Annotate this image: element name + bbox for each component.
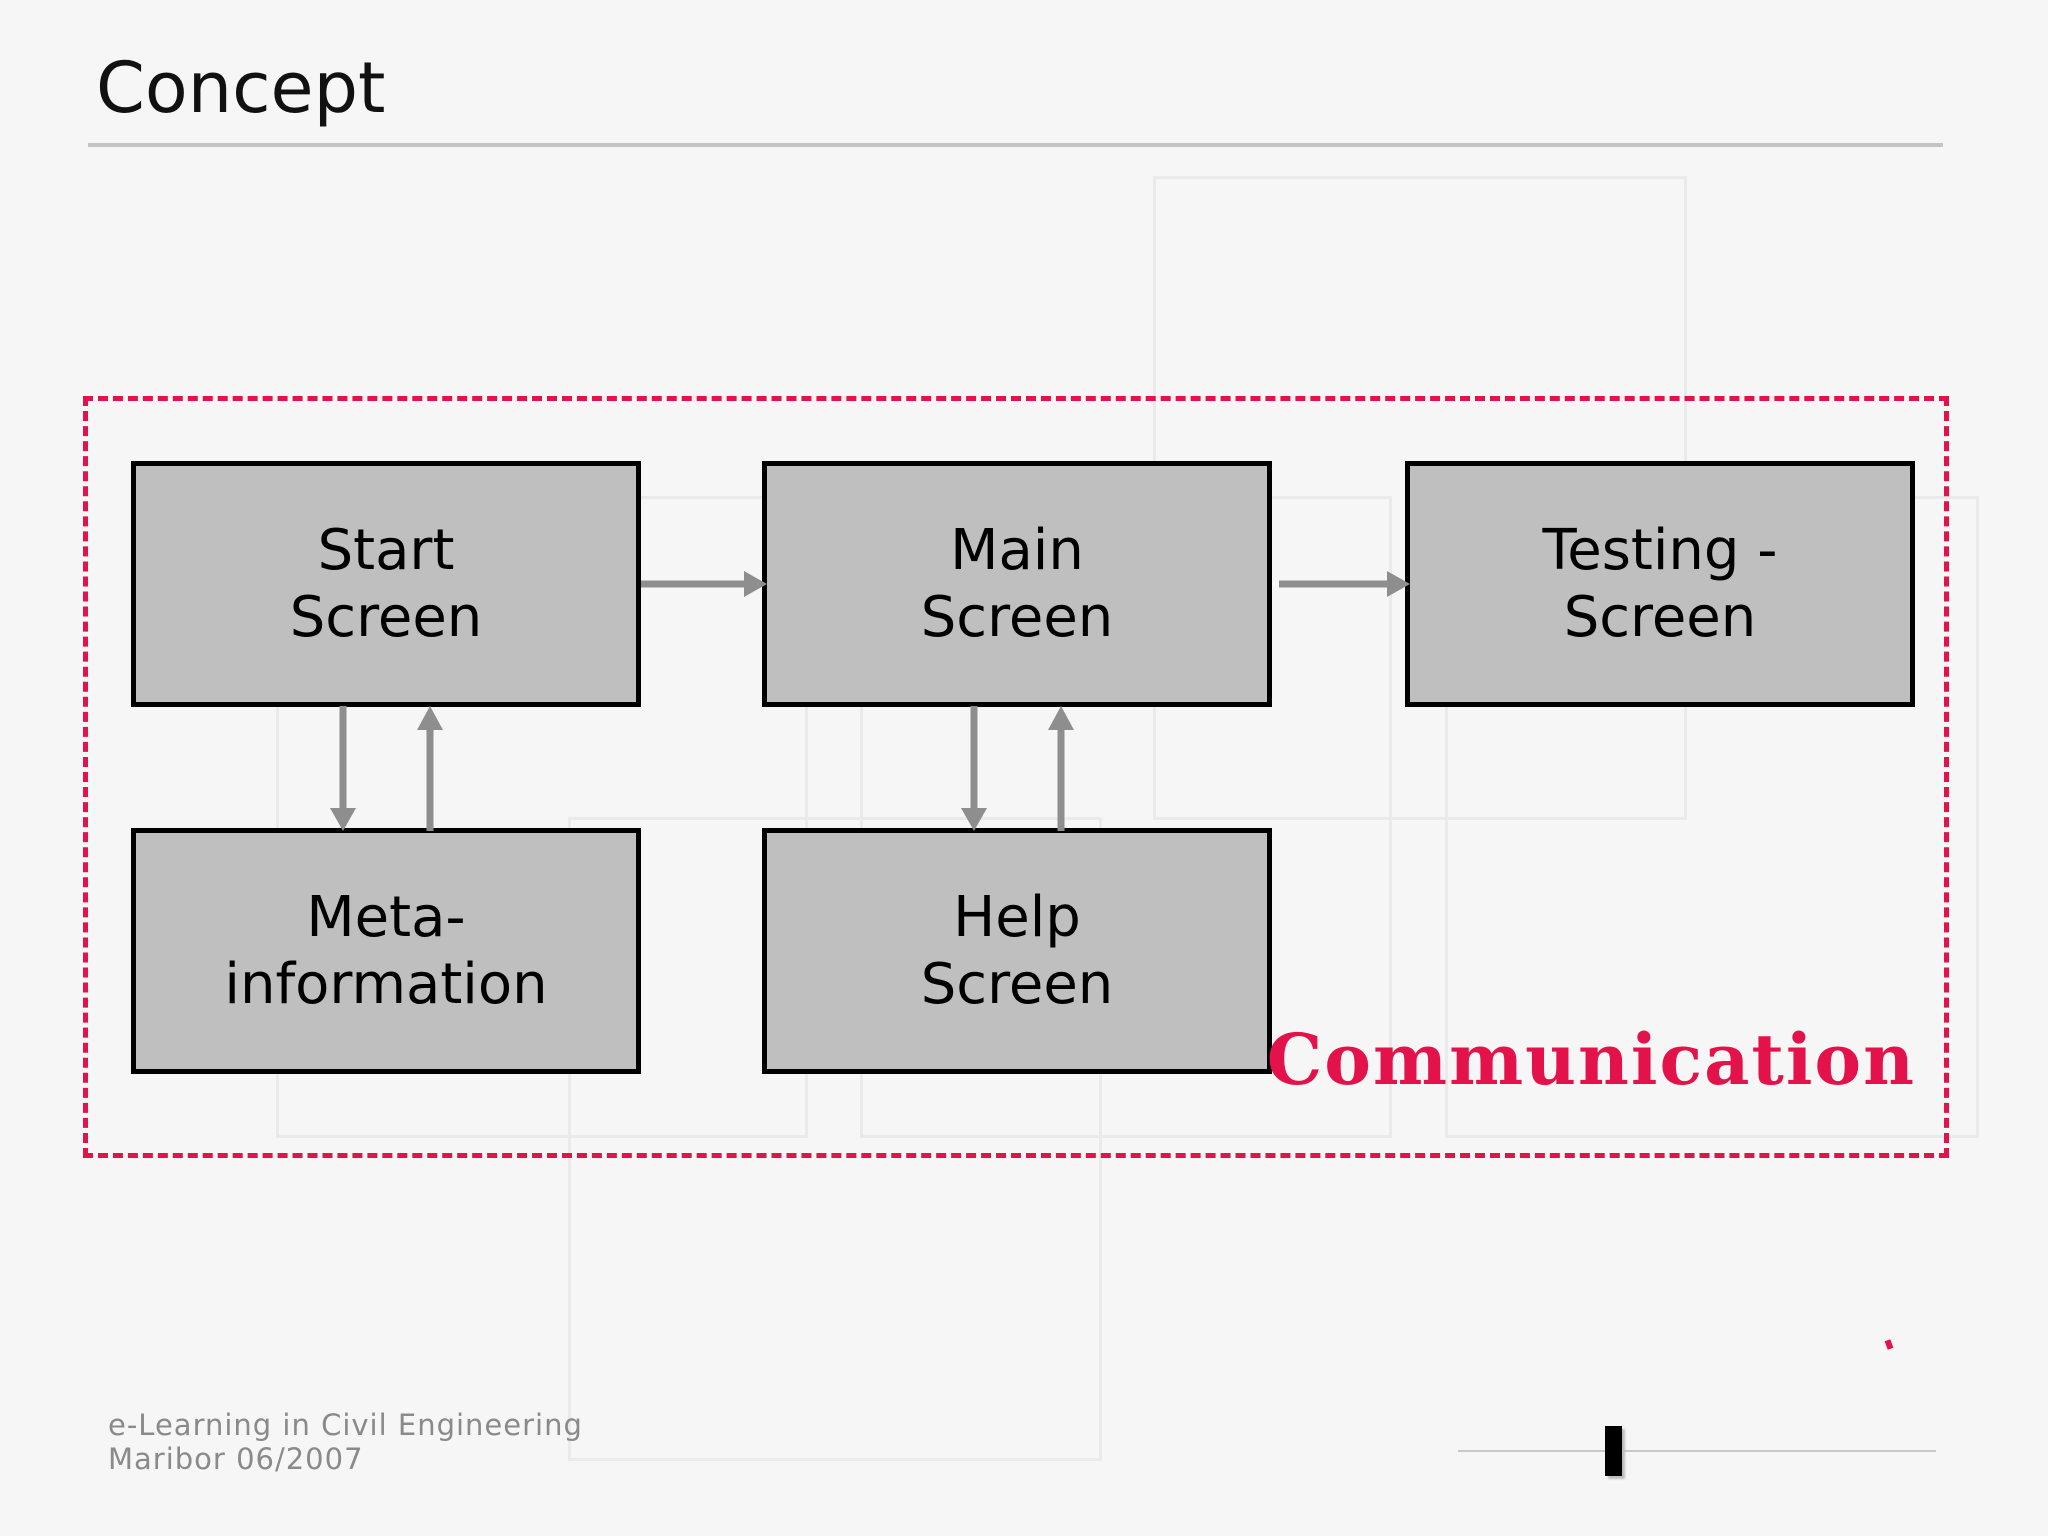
title-divider: [88, 143, 1943, 147]
main-screen-label: Main Screen: [920, 517, 1114, 650]
testing-screen-node: Testing - Screen: [1405, 461, 1915, 707]
start-screen-node: Start Screen: [131, 461, 641, 707]
start-screen-label: Start Screen: [289, 517, 483, 650]
meta-information-label: Meta- information: [224, 884, 548, 1017]
arrow-meta-to-start-head: [417, 706, 443, 730]
help-screen-node: Help Screen: [762, 828, 1272, 1074]
testing-screen-label: Testing - Screen: [1542, 517, 1778, 650]
footer-date: Maribor 06/2007: [108, 1442, 364, 1477]
slide-title: Concept: [96, 47, 386, 129]
background-frame: [568, 817, 1102, 1461]
arrow-help-to-main-head: [1048, 706, 1074, 730]
arrow-start-to-meta-head: [330, 808, 356, 831]
footer: e-Learning in Civil Engineering Maribor …: [108, 1408, 583, 1476]
communication-group: [83, 396, 1949, 1158]
arrow-start-to-main-head: [744, 571, 767, 597]
arrow-main-to-help-head: [961, 808, 987, 831]
arrow-main-to-testing-head: [1387, 571, 1410, 597]
main-screen-node: Main Screen: [762, 461, 1272, 707]
communication-label: Communication: [1266, 1018, 1916, 1101]
meta-information-node: Meta- information: [131, 828, 641, 1074]
slide-progress-thumb[interactable]: [1605, 1426, 1622, 1476]
slide-progress-track: [1458, 1450, 1936, 1452]
help-screen-label: Help Screen: [920, 884, 1114, 1017]
footer-course: e-Learning in Civil Engineering: [108, 1408, 583, 1442]
